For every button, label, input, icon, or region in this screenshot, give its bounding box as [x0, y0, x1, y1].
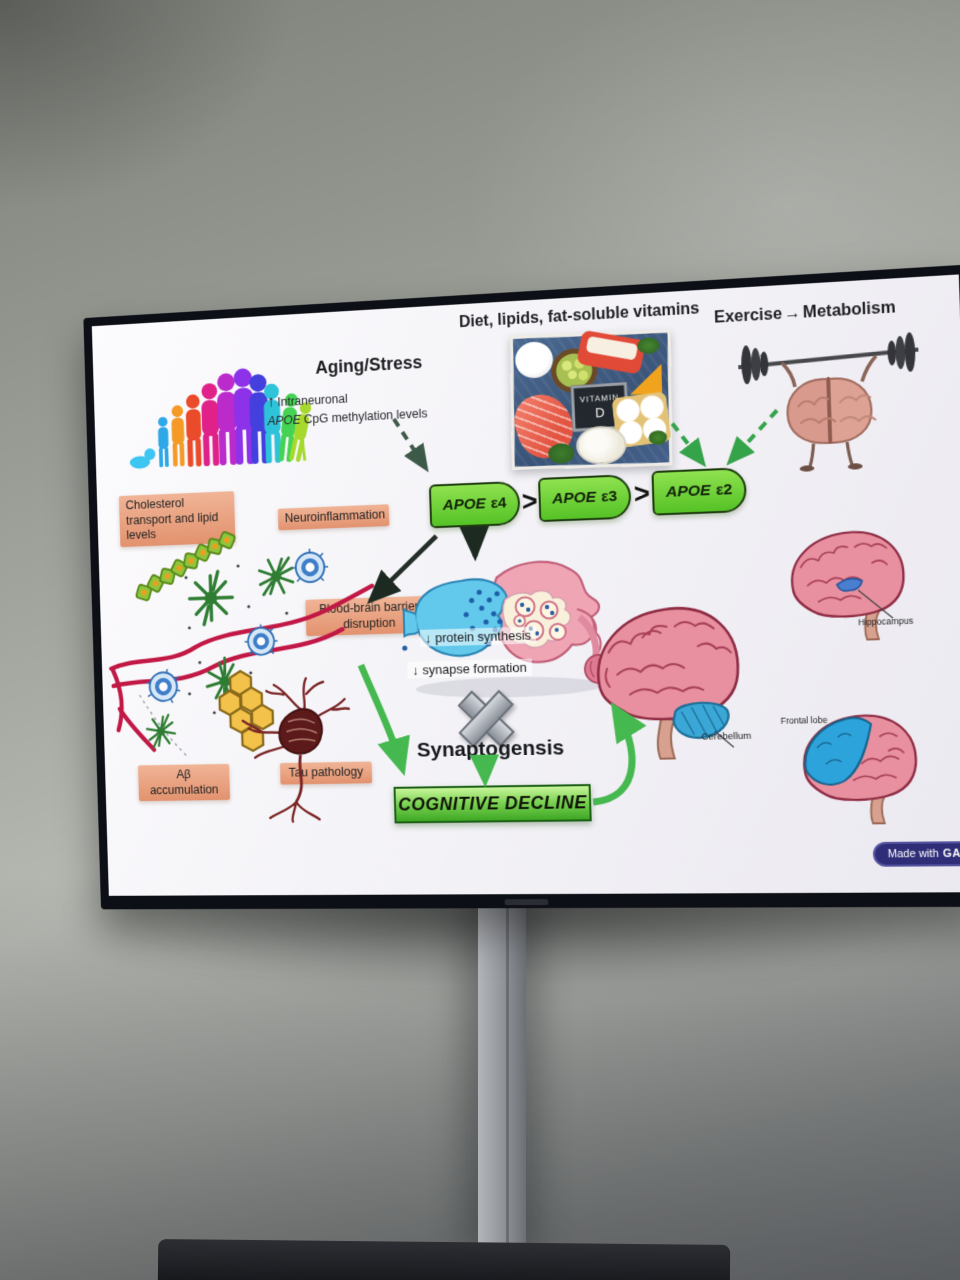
tv-stand-base	[157, 1239, 731, 1280]
apoe4-to-bbb-arrow	[369, 536, 439, 601]
cerebellum-highlight	[673, 702, 729, 738]
tv-stand-pole	[478, 898, 526, 1250]
decline-to-brain-curved-arrow	[590, 711, 633, 802]
hippocampus-brain-illustration	[768, 516, 959, 650]
tv-frame: Aging/Stress ↑Intraneuronal APOE CpG met…	[83, 265, 960, 910]
connector-arrows	[92, 275, 960, 895]
diet-to-apoe2-dashed-arrow	[672, 422, 701, 462]
frontal-lobe-highlight	[804, 717, 873, 784]
aging-to-apoe4-dashed-arrow	[394, 417, 427, 470]
synaptogenesis-to-decline-arrow	[484, 760, 485, 779]
tau-neuron-illustration	[232, 673, 381, 823]
frontal-lobe-brain-illustration	[778, 704, 960, 831]
tv-brand-logo	[504, 899, 549, 906]
exercise-to-apoe2-dashed-arrow	[730, 410, 778, 459]
cerebellum-brain-illustration	[576, 585, 757, 766]
presentation-slide: Aging/Stress ↑Intraneuronal APOE CpG met…	[92, 274, 960, 895]
pathology-to-decline-curved-arrow	[361, 664, 402, 766]
apoe4-to-synapse-arrow	[474, 531, 475, 557]
brain-lifting-barbell-illustration	[721, 332, 940, 477]
